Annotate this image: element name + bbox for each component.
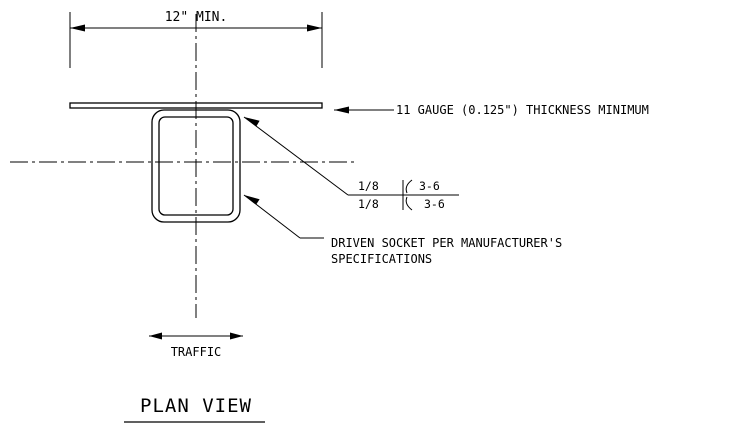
plate-leader-arrowhead <box>334 106 349 114</box>
weld-leader-line <box>243 116 349 196</box>
weld-leader-arrowhead <box>244 117 260 127</box>
socket-outer-wall <box>151 109 241 223</box>
weld-bottom-size: 1/8 <box>358 197 379 211</box>
plate-note-callout: 11 GAUGE (0.125") THICKNESS MINIMUM <box>334 103 649 117</box>
socket-inner-wall <box>158 116 234 216</box>
weld-top-length-pitch: 3-6 <box>419 179 440 193</box>
socket-note-callout: DRIVEN SOCKET PER MANUFACTURER'S SPECIFI… <box>243 194 562 266</box>
socket-leader-arrowhead <box>244 195 260 205</box>
view-title-block: PLAN VIEW <box>124 395 265 423</box>
top-weld-all-around-arc <box>405 179 413 194</box>
view-title: PLAN VIEW <box>140 395 252 417</box>
traffic-label: TRAFFIC <box>171 345 222 359</box>
socket-note-line-1: DRIVEN SOCKET PER MANUFACTURER'S <box>331 236 562 250</box>
bottom-weld-all-around-arc <box>405 196 413 211</box>
left-dimension-arrowhead <box>70 24 85 32</box>
weld-bottom-length-pitch: 3-6 <box>424 197 445 211</box>
right-dimension-arrowhead <box>307 24 322 32</box>
weld-symbol: 1/8 3-6 1/8 3-6 <box>243 116 459 211</box>
plate-thickness-note: 11 GAUGE (0.125") THICKNESS MINIMUM <box>396 103 649 117</box>
traffic-arrowhead-left <box>149 332 162 340</box>
traffic-direction: TRAFFIC <box>149 332 243 359</box>
base-plate <box>69 102 323 109</box>
weld-top-size: 1/8 <box>358 179 379 193</box>
traffic-arrowhead-right <box>230 332 243 340</box>
driven-socket <box>151 109 241 223</box>
socket-note-line-2: SPECIFICATIONS <box>331 252 432 266</box>
